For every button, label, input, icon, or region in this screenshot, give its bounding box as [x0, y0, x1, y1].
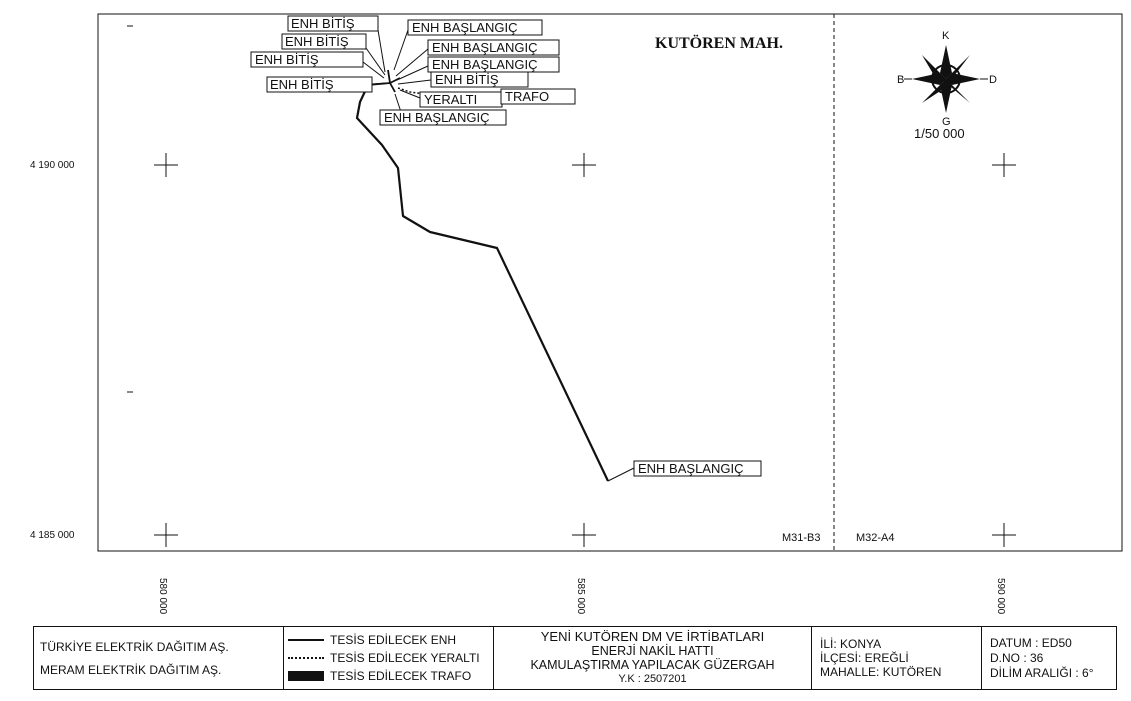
label-enh-bitis: ENH BİTİŞ	[270, 77, 334, 92]
datum-label: DATUM : ED50	[990, 635, 1072, 650]
project-title-cell: YENİ KUTÖREN DM VE İRTİBATLARI ENERJİ NA…	[494, 627, 812, 689]
compass-north: K	[942, 30, 950, 42]
leader-lines	[362, 29, 635, 482]
zone-width-label: DİLİM ARALIĞI : 6°	[990, 665, 1094, 680]
company-name-2: MERAM ELEKTRİK DAĞITIM AŞ.	[40, 662, 222, 677]
label-enh-baslangic: ENH BAŞLANGIÇ	[432, 40, 537, 55]
legend-trafo-label: TESİS EDİLECEK TRAFO	[330, 669, 472, 683]
district-label: İLÇESİ: EREĞLİ	[820, 651, 909, 665]
sheet-label-m31-b3: M31-B3	[782, 532, 821, 544]
solid-line-icon	[288, 639, 324, 641]
enh-route-line	[355, 84, 609, 482]
y-label-4185000: 4 185 000	[30, 530, 75, 541]
label-enh-bitis: ENH BİTİŞ	[435, 72, 499, 87]
project-title-2: ENERJİ NAKİL HATTI	[591, 644, 714, 658]
x-label-580000: 580 000	[157, 578, 168, 615]
label-yeralti: YERALTI	[424, 92, 477, 107]
x-label-590000: 590 000	[995, 578, 1006, 615]
legend-yeralti-label: TESİS EDİLECEK YERALTI	[330, 651, 480, 665]
project-code: Y.K : 2507201	[618, 673, 687, 685]
y-label-4190000: 4 190 000	[30, 160, 75, 171]
symbol-legend-cell: TESİS EDİLECEK ENH TESİS EDİLECEK YERALT…	[284, 627, 494, 689]
compass-south: G	[942, 116, 951, 128]
compass-west: B	[897, 74, 904, 86]
map-title: KUTÖREN MAH.	[655, 34, 783, 52]
compass-rose-icon	[904, 45, 988, 113]
company-cell: TÜRKİYE ELEKTRİK DAĞITIM AŞ. MERAM ELEKT…	[34, 627, 284, 689]
neighborhood-label: MAHALLE: KUTÖREN	[820, 665, 942, 679]
label-enh-bitis: ENH BİTİŞ	[285, 34, 349, 49]
legend-row-yeralti: TESİS EDİLECEK YERALTI	[288, 651, 489, 665]
legend-row-enh: TESİS EDİLECEK ENH	[288, 633, 489, 647]
map-scale: 1/50 000	[914, 126, 965, 141]
location-cell: İLİ: KONYA İLÇESİ: EREĞLİ MAHALLE: KUTÖR…	[812, 627, 982, 689]
project-title-1: YENİ KUTÖREN DM VE İRTİBATLARI	[540, 629, 765, 644]
company-name-1: TÜRKİYE ELEKTRİK DAĞITIM AŞ.	[40, 639, 229, 654]
label-enh-bitis: ENH BİTİŞ	[255, 52, 319, 67]
dno-label: D.NO : 36	[990, 650, 1044, 665]
map-frame	[97, 13, 1123, 552]
datum-cell: DATUM : ED50 D.NO : 36 DİLİM ARALIĞI : 6…	[982, 627, 1116, 689]
label-enh-bitis: ENH BİTİŞ	[291, 16, 355, 31]
label-enh-baslangic: ENH BAŞLANGIÇ	[638, 461, 743, 476]
legend-row-trafo: TESİS EDİLECEK TRAFO	[288, 669, 489, 683]
province-label: İLİ: KONYA	[820, 637, 882, 651]
x-label-585000: 585 000	[575, 578, 586, 615]
dotted-line-icon	[288, 657, 324, 659]
sheet-label-m32-a4: M32-A4	[856, 532, 895, 544]
label-enh-baslangic: ENH BAŞLANGIÇ	[432, 57, 537, 72]
legend-enh-label: TESİS EDİLECEK ENH	[330, 633, 457, 647]
point-label-boxes	[250, 15, 762, 477]
label-enh-baslangic: ENH BAŞLANGIÇ	[412, 20, 517, 35]
compass-east: D	[989, 74, 997, 86]
label-trafo: TRAFO	[505, 89, 549, 104]
project-title-3: KAMULAŞTIRMA YAPILACAK GÜZERGAH	[530, 658, 775, 672]
legend-panel: TÜRKİYE ELEKTRİK DAĞITIM AŞ. MERAM ELEKT…	[33, 626, 1117, 690]
label-enh-baslangic: ENH BAŞLANGIÇ	[384, 110, 489, 125]
grid-crosses	[154, 153, 1016, 547]
yeralti-line	[397, 87, 426, 95]
filled-box-icon	[288, 671, 324, 681]
